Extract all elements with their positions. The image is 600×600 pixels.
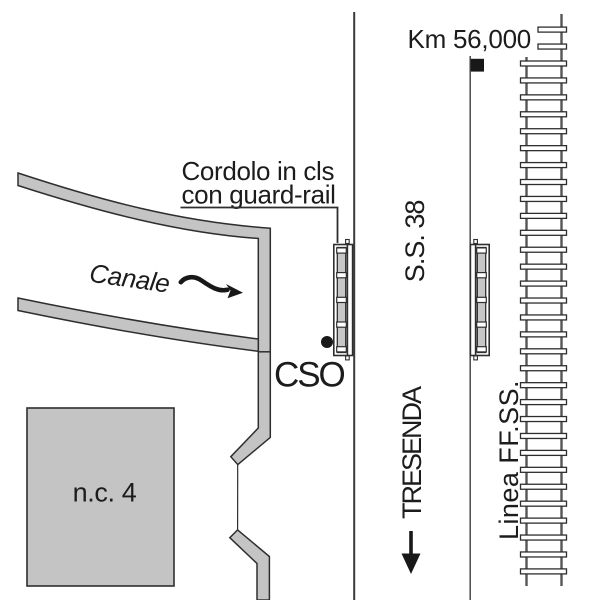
svg-text:Linea FF.SS.: Linea FF.SS.	[494, 380, 524, 540]
svg-text:S.S. 38: S.S. 38	[400, 201, 430, 283]
svg-text:con guard-rail: con guard-rail	[182, 179, 336, 209]
svg-text:Km 56,000: Km 56,000	[408, 24, 532, 54]
svg-text:Cordolo in cls: Cordolo in cls	[182, 156, 335, 186]
svg-text:n.c. 4: n.c. 4	[73, 478, 137, 508]
svg-text:CSO: CSO	[274, 355, 345, 394]
svg-text:TRESENDA: TRESENDA	[397, 386, 427, 519]
svg-text:Canale: Canale	[88, 258, 172, 299]
